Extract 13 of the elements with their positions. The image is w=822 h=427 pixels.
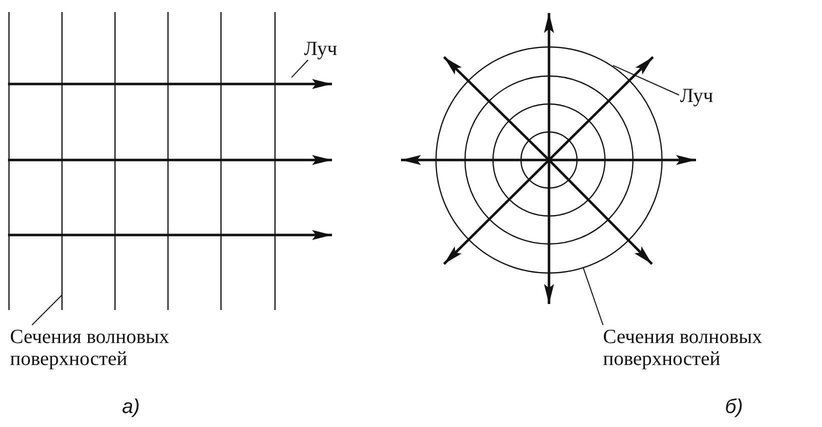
leader-line: [32, 294, 62, 326]
leader-line: [582, 267, 604, 326]
leader-line: [612, 64, 680, 96]
wavefront-line: [61, 12, 63, 310]
ray-label: Луч: [304, 38, 364, 60]
wavefront-label: Сечения волновых поверхностей: [603, 326, 773, 370]
ray-label: Луч: [680, 85, 740, 107]
wavefront-label: Сечения волновых поверхностей: [10, 326, 180, 370]
figure-label: б): [725, 395, 743, 420]
wavefront-circle: [435, 46, 663, 274]
ray-arrow: [8, 79, 332, 89]
leader-line: [291, 60, 308, 78]
figure-label: а): [122, 395, 140, 420]
